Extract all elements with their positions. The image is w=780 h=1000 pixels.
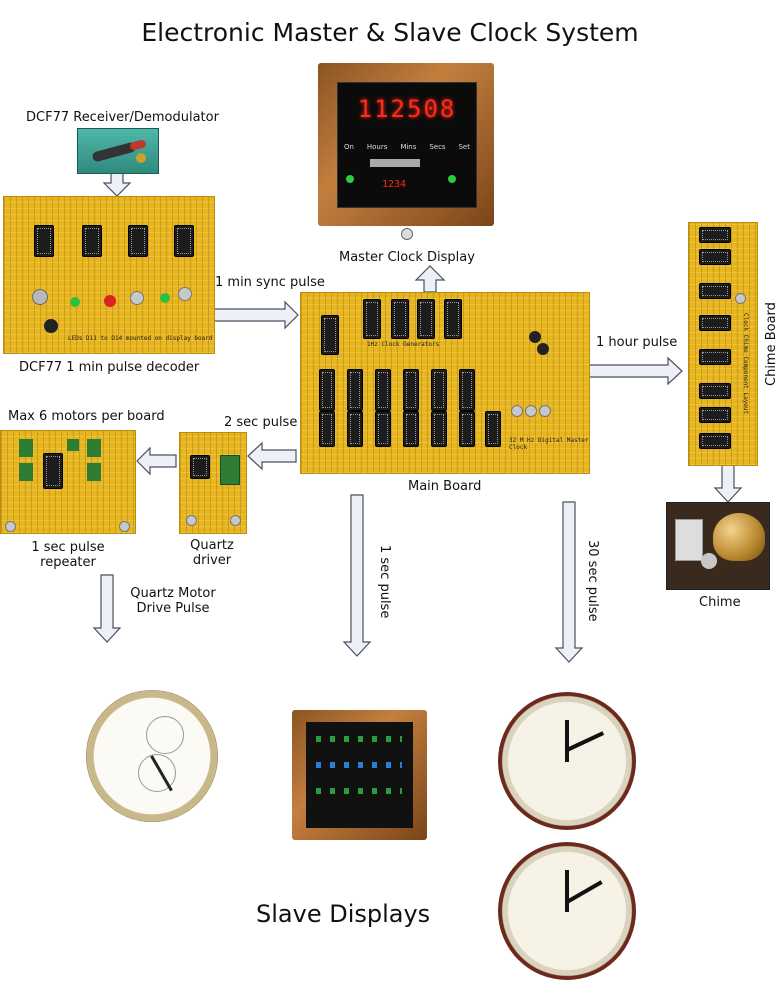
button-hours-label: Hours <box>366 143 388 151</box>
master-clock-display-label: Master Clock Display <box>339 250 475 265</box>
max-motors-label: Max 6 motors per board <box>8 409 165 424</box>
hour-pulse-label: 1 hour pulse <box>596 335 678 350</box>
main-board-name-text: 32 M Hz Digital Master Clock <box>509 437 589 451</box>
decoder-board-note: LEDs D11 to D14 mounted on display board <box>68 335 213 342</box>
main-board: 1Hz Clock Generators 32 M Hz Digital Mas… <box>300 292 590 474</box>
arrow-thirty-sec-pulse <box>554 501 584 663</box>
slave-led-display-frame <box>292 710 427 840</box>
button-secs-label: Secs <box>429 143 446 151</box>
chime-board: Clock Chime Component Layout <box>688 222 758 466</box>
thirty-sec-pulse-label: 30 sec pulse <box>585 540 600 622</box>
repeater-board <box>0 430 136 534</box>
arrow-quartz-motor <box>92 574 122 643</box>
slave-wall-clock-1 <box>498 692 636 830</box>
arrow-to-repeater <box>136 446 177 476</box>
master-clock-knob <box>401 228 413 240</box>
dcf77-decoder-board: LEDs D11 to D14 mounted on display board <box>3 196 215 354</box>
chime-label: Chime <box>699 595 741 610</box>
main-board-label: Main Board <box>408 479 482 494</box>
chime-image <box>666 502 770 590</box>
quartz-driver-board <box>179 432 247 534</box>
sync-pulse-label: 1 min sync pulse <box>215 275 325 290</box>
master-clock-frame: 112508 On Hours Mins Secs Set 1234 <box>318 63 494 226</box>
main-board-generator-text: 1Hz Clock Generators <box>367 341 440 348</box>
button-set-label: Set <box>458 143 470 151</box>
quartz-motor-label: Quartz Motor Drive Pulse <box>130 586 216 616</box>
button-mins-label: Mins <box>400 143 417 151</box>
master-clock-panel: 112508 On Hours Mins Secs Set 1234 <box>337 82 477 208</box>
arrow-one-sec-pulse <box>342 494 372 657</box>
dcf77-receiver-image <box>77 128 159 174</box>
dcf77-receiver-label: DCF77 Receiver/Demodulator <box>26 110 219 125</box>
arrow-hour-pulse <box>587 356 683 386</box>
slave-wall-clock-2 <box>498 842 636 980</box>
master-clock-sub-display: 1234 <box>382 179 407 190</box>
arrow-to-chime <box>713 464 743 503</box>
repeater-label: 1 sec pulse repeater <box>31 540 105 570</box>
chime-board-layout-text: Clock Chime Component Layout <box>742 313 749 415</box>
slave-displays-label: Slave Displays <box>256 900 431 928</box>
chime-board-label: Chime Board <box>764 302 779 386</box>
arrow-two-sec-pulse <box>247 441 297 471</box>
slave-led-display-panel <box>306 722 413 828</box>
dcf77-decoder-label: DCF77 1 min pulse decoder <box>19 360 200 375</box>
slave-clock-regulator <box>86 690 218 822</box>
arrow-sync-pulse <box>212 300 299 330</box>
master-clock-time: 112508 <box>357 95 457 123</box>
two-sec-pulse-label: 2 sec pulse <box>224 415 298 430</box>
button-on-label: On <box>344 143 354 151</box>
one-sec-pulse-label: 1 sec pulse <box>377 545 392 619</box>
diagram-title: Electronic Master & Slave Clock System <box>141 18 639 47</box>
arrow-to-master-display <box>414 265 446 293</box>
quartz-driver-label: Quartz driver <box>190 538 234 568</box>
